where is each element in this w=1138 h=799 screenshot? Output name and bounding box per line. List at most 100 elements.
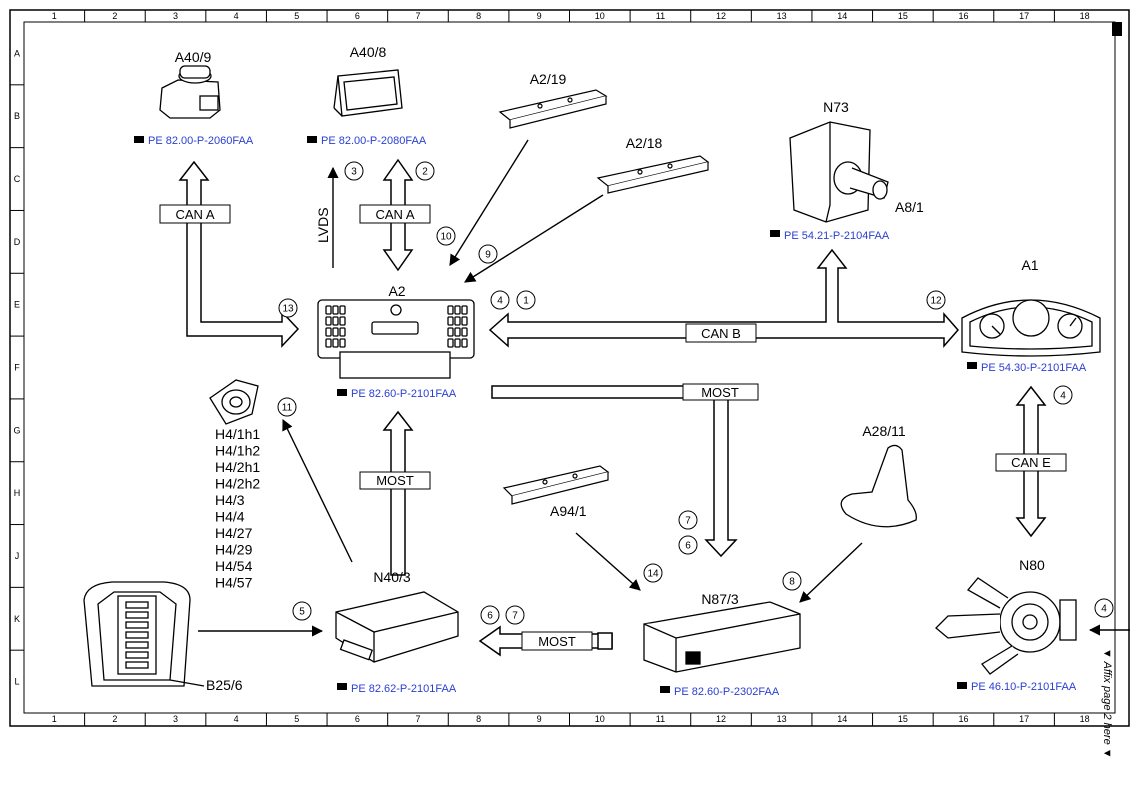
grid-col-label: 15 [898, 11, 908, 21]
callout-c3: 3 [344, 161, 364, 181]
a2-18-label: A2/18 [626, 135, 663, 151]
callout-c2: 2 [415, 161, 435, 181]
svg-text:11: 11 [282, 403, 293, 414]
grid-col-label: 10 [595, 714, 605, 724]
callout-c1: 1 [516, 290, 536, 310]
callout-c4c: 4 [1094, 598, 1114, 618]
n80-ref-link[interactable]: PE 46.10-P-2101FAA [971, 681, 1077, 693]
h4-speaker-label: H4/1h2 [215, 443, 260, 459]
a40-9-controller-icon [159, 65, 221, 119]
a28-11-label: A28/11 [862, 423, 906, 439]
grid-col-label: 5 [294, 714, 299, 724]
h4-speaker-label: H4/4 [215, 509, 245, 525]
callout-c8: 8 [782, 571, 802, 591]
grid-row-label: B [14, 111, 20, 121]
svg-text:2: 2 [422, 167, 428, 178]
callout-c5: 5 [292, 601, 312, 621]
a2-19-module-icon [498, 89, 608, 129]
svg-text:13: 13 [282, 304, 294, 315]
callout-c4a: 4 [490, 290, 510, 310]
grid-col-label: 15 [898, 714, 908, 724]
grid-col-label: 17 [1019, 714, 1029, 724]
callout-c10: 10 [436, 226, 456, 246]
a40-9-ref-link[interactable]: PE 82.00-P-2060FAA [148, 135, 254, 147]
bus-label-can-a-left: CAN A [175, 207, 214, 222]
grid-col-label: 9 [537, 11, 542, 21]
grid-col-label: 6 [355, 714, 360, 724]
grid-col-label: 1 [52, 714, 57, 724]
bus-label-lvds: LVDS [315, 207, 331, 243]
grid-col-label: 17 [1019, 11, 1029, 21]
svg-text:7: 7 [512, 611, 518, 622]
h4-speaker-list: H4/1h1H4/1h2H4/2h1H4/2h2H4/3H4/4H4/27H4/… [215, 426, 260, 591]
callout-c9: 9 [478, 244, 498, 264]
grid-row-label: D [14, 237, 21, 247]
svg-text:4: 4 [1060, 391, 1066, 402]
callout-c6a: 6 [678, 535, 698, 555]
n73-ref-link[interactable]: PE 54.21-P-2104FAA [784, 230, 890, 242]
b25-6-label: B25/6 [206, 677, 243, 693]
grid-col-label: 18 [1080, 714, 1090, 724]
a1-ref-link[interactable]: PE 54.30-P-2101FAA [981, 362, 1087, 374]
h4-speaker-label: H4/54 [215, 558, 253, 574]
a1-label: A1 [1021, 257, 1038, 273]
svg-text:7: 7 [685, 516, 691, 527]
n40-3-label: N40/3 [373, 569, 411, 585]
grid-row-label: F [14, 363, 20, 373]
a40-9-label: A40/9 [175, 49, 212, 65]
bus-arrows [178, 158, 1047, 657]
grid-col-label: 3 [173, 714, 178, 724]
h4-speaker-label: H4/2h2 [215, 476, 260, 492]
grid-col-label: 2 [112, 11, 117, 21]
grid-row-label: L [14, 677, 19, 687]
n40-3-ref-link[interactable]: PE 82.62-P-2101FAA [351, 683, 457, 695]
grid-row-label: A [14, 48, 20, 58]
grid-col-label: 16 [958, 11, 968, 21]
n73-label: N73 [823, 99, 849, 115]
h4-speaker-label: H4/1h1 [215, 426, 260, 442]
a2-19-label: A2/19 [530, 71, 567, 87]
book-icon [337, 389, 347, 396]
a2-18-module-icon [596, 155, 710, 194]
grid-col-label: 10 [595, 11, 605, 21]
grid-row-label: J [15, 551, 20, 561]
grid-col-label: 8 [476, 11, 481, 21]
svg-text:4: 4 [1101, 604, 1107, 615]
grid-col-label: 12 [716, 714, 726, 724]
callout-c14: 14 [643, 563, 663, 583]
grid-col-label: 6 [355, 11, 360, 21]
n87-3-ref-link[interactable]: PE 82.60-P-2302FAA [674, 686, 780, 698]
grid-col-label: 5 [294, 11, 299, 21]
bus-label-most-bottom: MOST [538, 634, 576, 649]
a40-8-ref-link[interactable]: PE 82.00-P-2080FAA [321, 135, 427, 147]
grid-col-label: 18 [1080, 11, 1090, 21]
book-icon [337, 683, 347, 690]
a40-8-label: A40/8 [350, 44, 387, 60]
a2-ref-link[interactable]: PE 82.60-P-2101FAA [351, 388, 457, 400]
h4-speaker-label: H4/27 [215, 525, 253, 541]
grid-col-label: 8 [476, 714, 481, 724]
svg-text:10: 10 [440, 232, 452, 243]
a2-head-unit-icon [317, 299, 475, 379]
bus-label-most-top: MOST [701, 385, 739, 400]
h4-speaker-label: H4/3 [215, 492, 245, 508]
a40-8-display-icon [333, 69, 403, 117]
grid-col-label: 14 [837, 11, 847, 21]
b25-6-sensor-icon [83, 581, 205, 687]
grid-col-label: 14 [837, 714, 847, 724]
book-icon [770, 230, 780, 237]
a8-1-label: A8/1 [895, 199, 924, 215]
grid-col-label: 4 [234, 11, 239, 21]
h4-speaker-label: H4/29 [215, 542, 253, 558]
callout-c6b: 6 [480, 605, 500, 625]
grid-row-label: C [14, 174, 21, 184]
book-icon [307, 136, 317, 143]
h4-speaker-icon [209, 379, 259, 425]
svg-text:14: 14 [647, 569, 659, 580]
signal-lines [198, 139, 1130, 637]
h4-speaker-label: H4/57 [215, 575, 253, 591]
grid-col-label: 11 [656, 11, 665, 21]
a2-label: A2 [388, 283, 405, 299]
